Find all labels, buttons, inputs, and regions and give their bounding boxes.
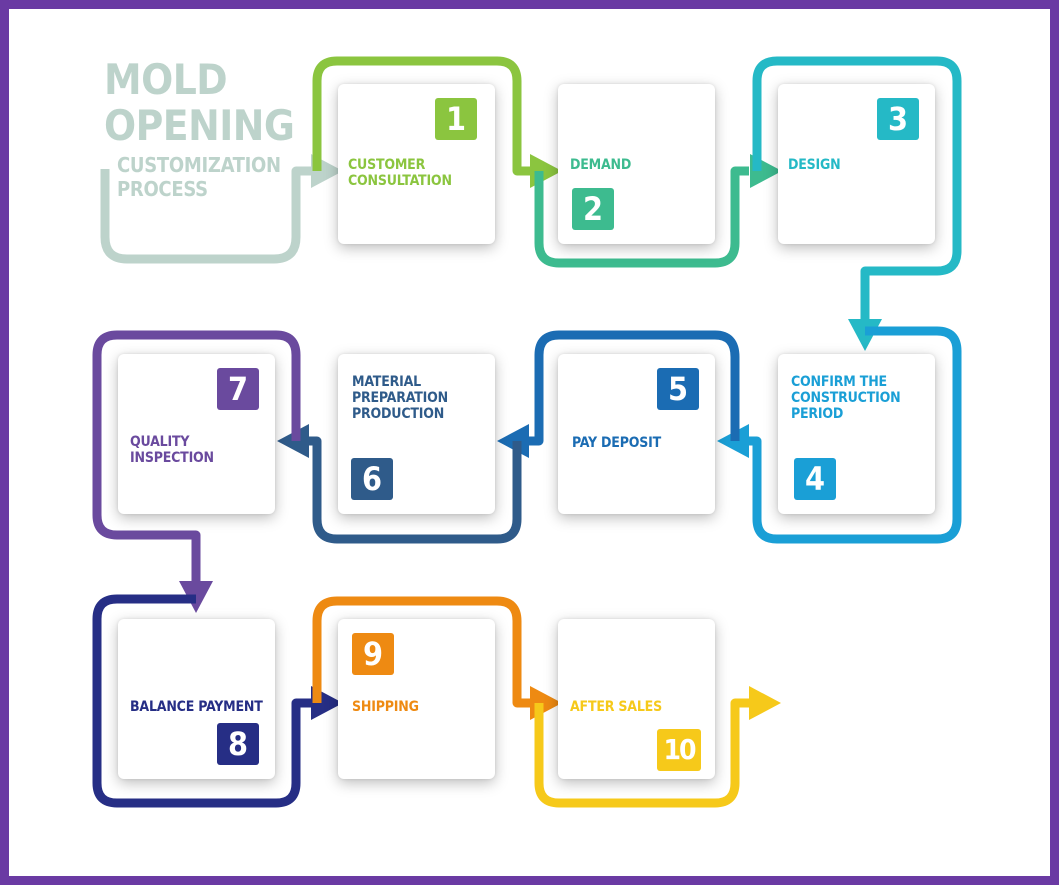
step-card-4: 4 CONFIRM THE CONSTRUCTION PERIOD	[778, 354, 935, 514]
title-line-mold: MOLD	[104, 55, 228, 104]
connector-track-6	[527, 330, 740, 446]
connector-track-8	[92, 330, 301, 583]
step-number-badge: 1	[435, 98, 477, 140]
title-line-process: PROCESS	[117, 177, 208, 201]
title-line-opening: OPENING	[104, 101, 295, 150]
step-label: DEMAND	[570, 157, 632, 173]
step-number-badge: 10	[657, 729, 701, 771]
step-label: PAY DEPOSIT	[572, 435, 661, 451]
connector-track-4	[752, 56, 962, 321]
process-flow-connectors	[92, 56, 962, 808]
step-label: CONFIRM THE CONSTRUCTION PERIOD	[791, 374, 901, 422]
step-number-badge: 3	[877, 98, 919, 140]
step-label: CUSTOMER CONSULTATION	[348, 157, 452, 189]
connector-track-11	[534, 698, 749, 808]
step-label: BALANCE PAYMENT	[130, 699, 263, 715]
title-line-customization: CUSTOMIZATION	[117, 153, 281, 177]
connector-track-5	[747, 326, 962, 544]
step-label: MATERIAL PREPARATION PRODUCTION	[352, 374, 448, 422]
connector-track-7	[307, 436, 522, 544]
step-card-10: 10 AFTER SALES	[558, 619, 715, 779]
step-card-2: 2 DEMAND	[558, 84, 715, 244]
step-number-badge: 9	[352, 633, 394, 675]
step-label: AFTER SALES	[570, 699, 662, 715]
step-number-badge: 5	[657, 368, 699, 410]
step-label: QUALITY INSPECTION	[130, 434, 214, 466]
step-label: DESIGN	[788, 157, 841, 173]
arrow-icon	[749, 686, 781, 720]
step-label: SHIPPING	[352, 699, 419, 715]
step-number-badge: 8	[217, 723, 259, 765]
step-number-badge: 4	[794, 458, 836, 500]
step-number-badge: 2	[572, 188, 614, 230]
step-number-badge: 6	[351, 458, 393, 500]
step-card-8: 8 BALANCE PAYMENT	[118, 619, 275, 779]
connector-track-3	[534, 166, 749, 268]
step-number-badge: 7	[217, 368, 259, 410]
connector-track-10	[312, 596, 531, 708]
connector-track-2	[312, 56, 531, 176]
step-card-6: 6 MATERIAL PREPARATION PRODUCTION	[338, 354, 495, 514]
connector-track-9	[92, 594, 312, 808]
connector-track-1	[100, 166, 312, 264]
